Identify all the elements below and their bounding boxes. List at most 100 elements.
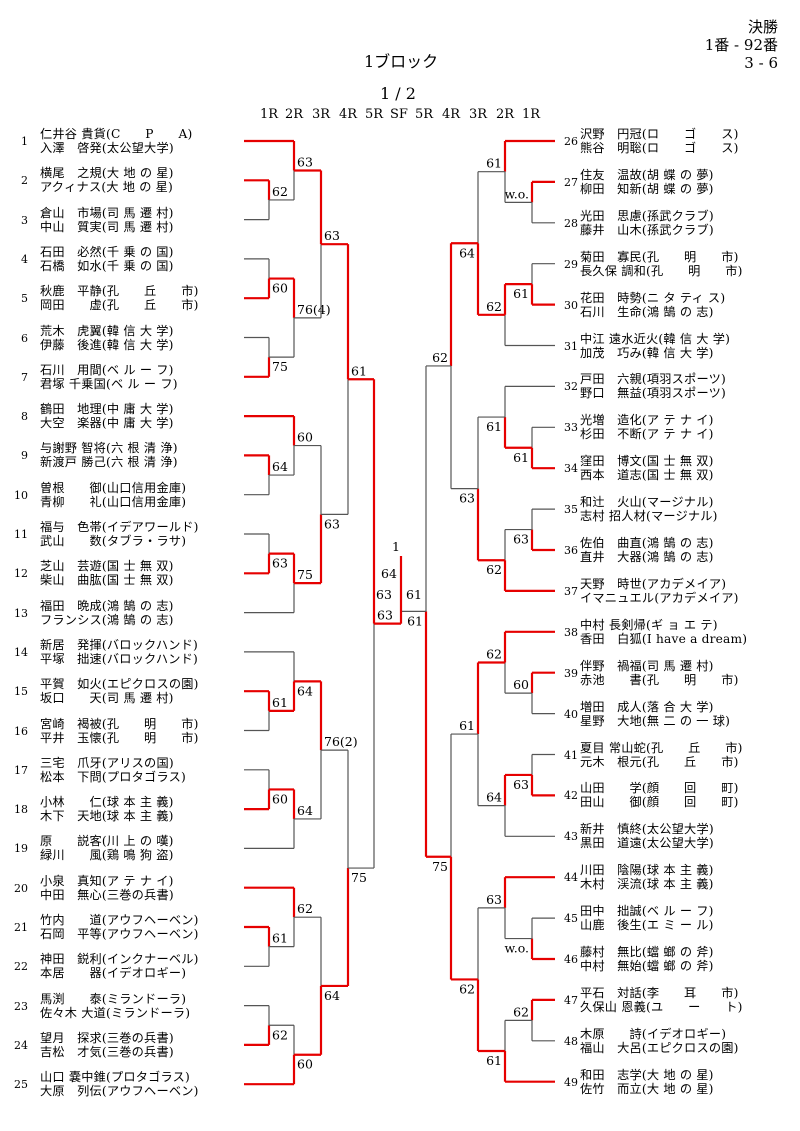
player-name: 佐伯 曲直(鴻 鵠 の 志) <box>580 536 714 550</box>
seed-number: 12 <box>14 567 28 581</box>
seed-number: 9 <box>21 449 28 463</box>
match-score: 75 <box>351 870 367 885</box>
match-score: 62 <box>272 184 288 199</box>
match-score: 61 <box>486 1053 502 1068</box>
seed-number: 44 <box>564 871 578 885</box>
match-score: 60 <box>272 281 288 296</box>
player-name: 中村 無始(蟷 螂 の 斧) <box>580 959 714 973</box>
match-score: 61 <box>486 156 502 171</box>
match-score: 60 <box>272 791 288 806</box>
player-name: 倉山 市場(司 馬 遷 村) <box>40 205 174 220</box>
player-name: 石田 必然(千 乗 の 国) <box>40 244 174 259</box>
player-name: 秋鹿 平静(孔 丘 市) <box>40 284 199 299</box>
player-name: フランシス(鴻 鵠 の 志) <box>40 612 174 627</box>
seed-number: 40 <box>564 707 578 721</box>
player-name: 青柳 礼(山口信用金庫) <box>40 494 187 509</box>
match-score: 64 <box>297 803 313 818</box>
seed-number: 47 <box>564 993 578 1007</box>
player-name: 横尾 之規(大 地 の 星) <box>40 166 174 181</box>
player-name: 平石 対話(李 耳 市) <box>580 985 739 1000</box>
player-name: 新渡戸 勝己(六 根 清 浄) <box>40 455 178 470</box>
player-name: 田山 御(顔 回 町) <box>580 795 739 810</box>
player-name: 新井 慎終(太公望大学) <box>580 822 714 837</box>
seed-number: 34 <box>564 462 578 476</box>
match-score: w.o. <box>505 941 529 956</box>
seed-number: 41 <box>564 748 578 762</box>
round-label-2: 2R <box>285 107 304 122</box>
player-name: 山田 学(顔 回 町) <box>580 781 739 796</box>
player-name: 沢野 円冠(ロ ゴ ス) <box>580 127 739 141</box>
match-score: 63 <box>486 892 502 907</box>
seed-number: 13 <box>14 606 28 620</box>
player-name: 宮崎 褐被(孔 明 市) <box>40 716 199 731</box>
seed-number: 24 <box>14 1038 28 1052</box>
match-score: 60 <box>513 677 529 692</box>
player-name: 本居 器(イデオロギー) <box>40 966 187 981</box>
player-name: 伴野 禍福(司 馬 遷 村) <box>580 658 714 673</box>
match-score: w.o. <box>505 186 529 201</box>
round-label-10: 2R <box>496 107 515 122</box>
player-name: 山口 嚢中錐(プロタゴラス) <box>40 1070 191 1085</box>
seed-number: 3 <box>21 213 28 227</box>
player-name: 竹内 道(アウフヘーベン) <box>40 913 199 927</box>
seed-number: 25 <box>14 1078 28 1092</box>
round-label-5: 5R <box>365 107 384 122</box>
seed-number: 33 <box>564 421 578 435</box>
player-name: 福与 色帯(イデアワールド) <box>40 520 199 534</box>
match-score: 63 <box>513 777 529 792</box>
seed-number: 8 <box>21 410 28 424</box>
match-score: 61 <box>513 450 529 465</box>
player-name: 窪田 博文(国 士 無 双) <box>580 454 714 469</box>
player-name: 原 説客(川 上 の 嘆) <box>40 834 174 849</box>
match-score: 63 <box>272 556 288 571</box>
final-score: 64 <box>381 566 397 581</box>
match-score: 62 <box>432 350 448 365</box>
player-name: 中村 長剣帰(ギ ョ エ テ) <box>580 617 718 632</box>
player-name: 芝山 芸遊(国 士 無 双) <box>40 559 174 574</box>
player-name: 緑川 風(鶏 鳴 狗 盗) <box>40 848 174 863</box>
seed-number: 42 <box>564 789 578 803</box>
round-label-3: 3R <box>312 107 331 122</box>
match-score: 64 <box>486 790 502 805</box>
seed-number: 45 <box>564 912 578 926</box>
round-label-11: 1R <box>522 107 541 122</box>
player-name: 直井 大器(鴻 鵠 の 志) <box>580 550 714 564</box>
player-name: 君塚 千乗国(ベ ル ー フ) <box>40 376 178 391</box>
player-name: 神田 鋭利(インクナーベル) <box>40 952 199 967</box>
player-name: 坂口 天(司 馬 遷 村) <box>40 691 174 706</box>
player-name: 望月 探求(三巻の兵書) <box>40 1030 174 1045</box>
match-score: 64 <box>459 245 475 260</box>
seed-number: 22 <box>14 960 28 974</box>
player-name: 藤村 無比(蟷 螂 の 斧) <box>580 945 714 959</box>
block-title: 1ブロック <box>364 52 439 71</box>
player-name: 和田 志学(大 地 の 星) <box>580 1067 714 1082</box>
seed-number: 2 <box>21 174 28 188</box>
player-name: 田中 拙誠(ベ ル ー フ) <box>580 904 714 919</box>
seed-number: 10 <box>14 488 28 502</box>
player-name: 久保山 恩義(ユ ー ト) <box>580 999 743 1014</box>
seed-number: 29 <box>564 257 578 271</box>
player-name: 入澤 啓発(太公望大学) <box>40 141 174 155</box>
seed-number: 43 <box>564 830 578 844</box>
player-name: 赤池 書(孔 明 市) <box>580 672 739 687</box>
player-name: 木村 渓流(球 本 主 義) <box>580 877 714 892</box>
player-name: 菊田 寡民(孔 明 市) <box>580 249 739 264</box>
player-name: 佐々木 大道(ミランドーラ) <box>40 1005 191 1020</box>
seed-number: 38 <box>564 625 578 639</box>
player-name: 大原 列伝(アウフヘーベン) <box>40 1084 199 1099</box>
round-label-4: 4R <box>339 107 358 122</box>
player-name: 与謝野 智将(六 根 清 浄) <box>40 441 178 456</box>
match-range: 1番 - 92番 <box>704 36 778 54</box>
player-name: 中田 無心(三巻の兵書) <box>40 887 174 902</box>
player-name: 武山 数(タブラ・ラサ) <box>40 534 187 548</box>
seed-number: 15 <box>14 685 28 699</box>
seed-number: 27 <box>564 175 578 189</box>
seed-number: 18 <box>14 803 28 817</box>
player-name: 山鹿 後生(エ ミ ー ル) <box>580 918 714 933</box>
player-name: 平塚 拙速(バロックハンド) <box>40 651 198 666</box>
final-label: 決勝 <box>747 18 778 36</box>
seed-number: 14 <box>14 645 28 659</box>
seed-number: 19 <box>14 842 28 856</box>
match-score: 61 <box>407 613 423 628</box>
seed-number: 21 <box>14 921 28 934</box>
